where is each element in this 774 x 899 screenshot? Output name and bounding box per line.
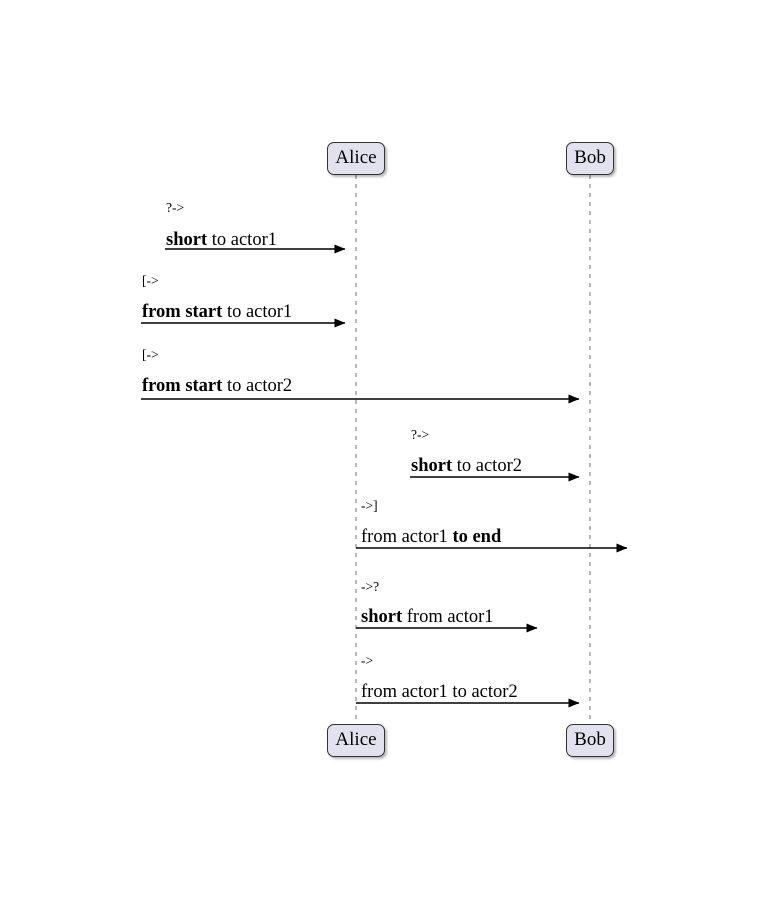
lifelines-group <box>355 175 591 724</box>
message-text-part: short <box>411 456 453 476</box>
actor-label: Alice <box>335 147 377 168</box>
message-text-6: short from actor1 <box>361 608 494 627</box>
message-text-part: to actor2 <box>452 456 522 476</box>
message-text-7: from actor1 to actor2 <box>361 683 518 702</box>
message-text-4: short to actor2 <box>411 457 522 476</box>
message-text-5: from actor1 to end <box>361 528 501 547</box>
message-text-part: from actor1 to actor2 <box>361 682 518 702</box>
message-arrow-label-2: [-> <box>142 273 159 288</box>
message-text-part: from actor1 <box>402 607 494 627</box>
message-arrow-label-6: ->? <box>361 579 380 594</box>
actor-box-alice-top[interactable]: Alice <box>327 142 385 175</box>
message-text-part: short <box>166 230 208 250</box>
message-arrow-label-4: ?-> <box>411 427 430 442</box>
message-arrow-label-1: ?-> <box>166 200 185 215</box>
message-arrow-label-5: ->] <box>361 498 378 513</box>
message-text-part: to actor2 <box>222 376 293 396</box>
message-text-part: to end <box>452 527 502 547</box>
message-text-part: to actor1 <box>207 230 277 250</box>
actor-label: Bob <box>574 729 606 750</box>
message-text-2: from start to actor1 <box>142 303 292 322</box>
message-text-1: short to actor1 <box>166 231 277 250</box>
message-text-3: from start to actor2 <box>142 377 292 396</box>
actor-box-bob-top[interactable]: Bob <box>566 142 614 175</box>
message-arrow-label-7: -> <box>361 653 374 668</box>
actor-box-bob-bottom[interactable]: Bob <box>566 724 614 757</box>
actor-label: Bob <box>574 147 606 168</box>
message-arrow-label-3: [-> <box>142 347 159 362</box>
message-text-part: from start <box>142 302 223 322</box>
actor-box-alice-bottom[interactable]: Alice <box>327 724 385 757</box>
actor-label: Alice <box>335 729 377 750</box>
message-text-part: from actor1 <box>361 527 453 547</box>
message-text-part: from start <box>142 376 223 396</box>
message-text-part: short <box>361 607 403 627</box>
arrows-group <box>141 244 628 708</box>
message-text-part: to actor1 <box>222 302 293 322</box>
